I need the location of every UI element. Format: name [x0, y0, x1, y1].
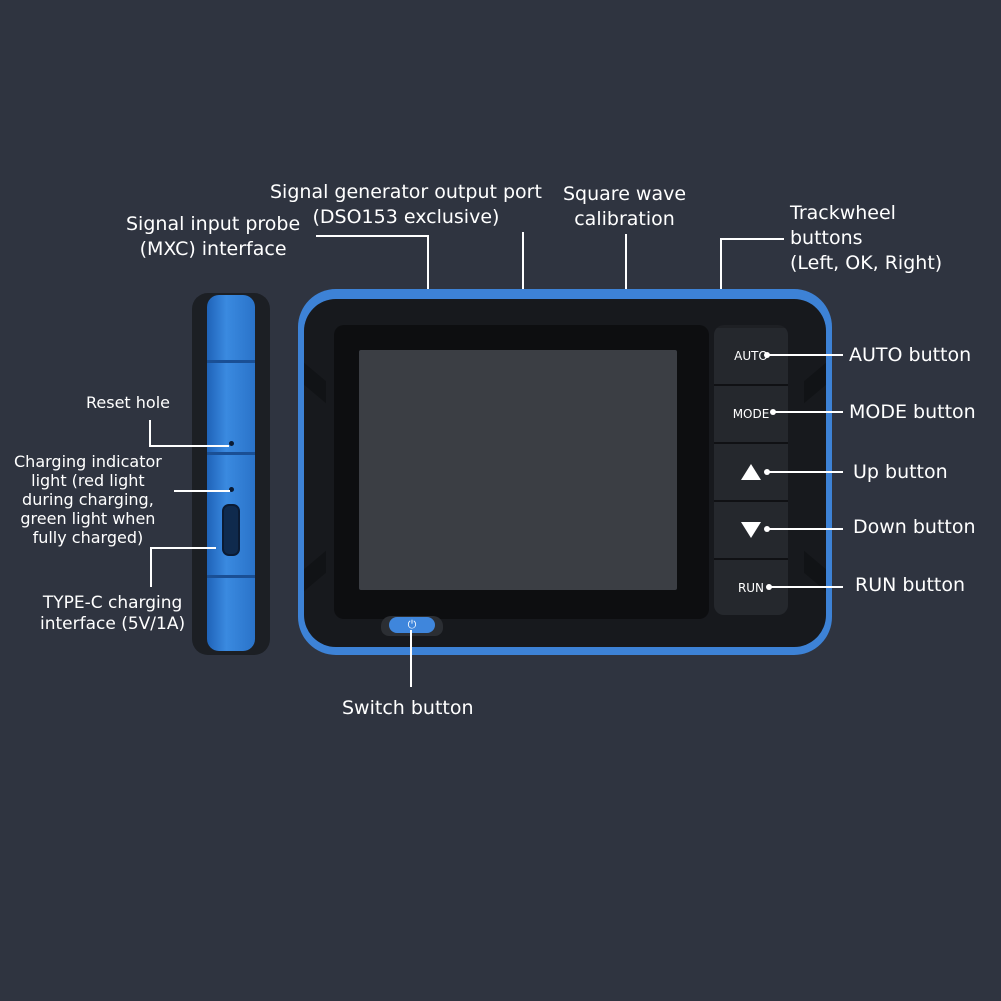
down-button-label: Down button — [853, 516, 976, 538]
callout-line — [174, 490, 230, 492]
typec-label: TYPE-C charging interface (5V/1A) — [40, 593, 185, 635]
label-line: buttons — [790, 227, 863, 249]
callout-line — [522, 232, 524, 289]
auto-button-label: AUTO button — [849, 344, 972, 366]
down-arrow-icon — [741, 522, 761, 538]
callout-line — [767, 471, 843, 473]
label-line: Signal generator output port — [270, 181, 542, 203]
callout-line — [769, 586, 843, 588]
callout-line — [767, 528, 843, 530]
display-screen — [359, 350, 677, 590]
callout-line — [150, 547, 152, 587]
callout-line — [149, 420, 151, 446]
callout-line — [720, 238, 722, 289]
callout-line — [625, 234, 627, 289]
label-line: (MXC) interface — [139, 238, 287, 260]
label-line: fully charged) — [32, 528, 144, 547]
callout-line — [150, 547, 216, 549]
callout-line — [427, 235, 429, 289]
signal-input-label: Signal input probe (MXC) interface — [126, 212, 300, 262]
callout-line — [773, 411, 843, 413]
label-line: Square wave — [563, 183, 687, 205]
run-button-label: RUN button — [855, 574, 966, 596]
reset-hole-label: Reset hole — [86, 393, 170, 412]
up-key[interactable] — [714, 444, 788, 502]
button-panel: AUTO MODE RUN — [714, 325, 788, 615]
label-line: Trackwheel — [790, 202, 896, 224]
mode-key[interactable]: MODE — [714, 386, 788, 444]
callout-line — [722, 238, 784, 240]
callout-line — [149, 445, 229, 447]
down-key[interactable] — [714, 502, 788, 560]
switch-button-label: Switch button — [342, 697, 474, 719]
label-line: Charging indicator — [14, 452, 162, 471]
side-ridge — [207, 360, 255, 363]
side-ridge — [207, 575, 255, 578]
label-line: light (red light — [31, 471, 145, 490]
label-line: (DSO153 exclusive) — [312, 206, 500, 228]
up-arrow-icon — [741, 464, 761, 480]
up-button-label: Up button — [853, 461, 948, 483]
auto-key[interactable]: AUTO — [714, 328, 788, 386]
type-c-port — [222, 504, 240, 556]
callout-line — [410, 630, 412, 687]
side-blue-housing — [207, 295, 255, 651]
callout-line — [316, 235, 428, 237]
mode-button-label: MODE button — [849, 401, 976, 423]
reset-hole — [229, 441, 234, 446]
label-line: (Left, OK, Right) — [790, 252, 943, 274]
switch-key[interactable]: ⏻ — [389, 617, 435, 633]
square-wave-label: Square wave calibration — [563, 182, 686, 232]
label-line: green light when — [20, 509, 156, 528]
label-line: during charging, — [22, 490, 154, 509]
charging-indicator-label: Charging indicator light (red light duri… — [14, 452, 162, 547]
label-line: calibration — [574, 208, 675, 230]
trackwheel-label: Trackwheel buttons (Left, OK, Right) — [790, 201, 942, 276]
label-line: TYPE-C charging — [42, 593, 183, 613]
signal-generator-label: Signal generator output port (DSO153 exc… — [270, 180, 542, 230]
label-line: Signal input probe — [126, 213, 301, 235]
charging-indicator-light — [229, 487, 234, 492]
power-icon: ⏻ — [407, 618, 417, 631]
side-ridge — [207, 452, 255, 455]
callout-line — [767, 354, 843, 356]
label-line: interface (5V/1A) — [40, 614, 186, 634]
